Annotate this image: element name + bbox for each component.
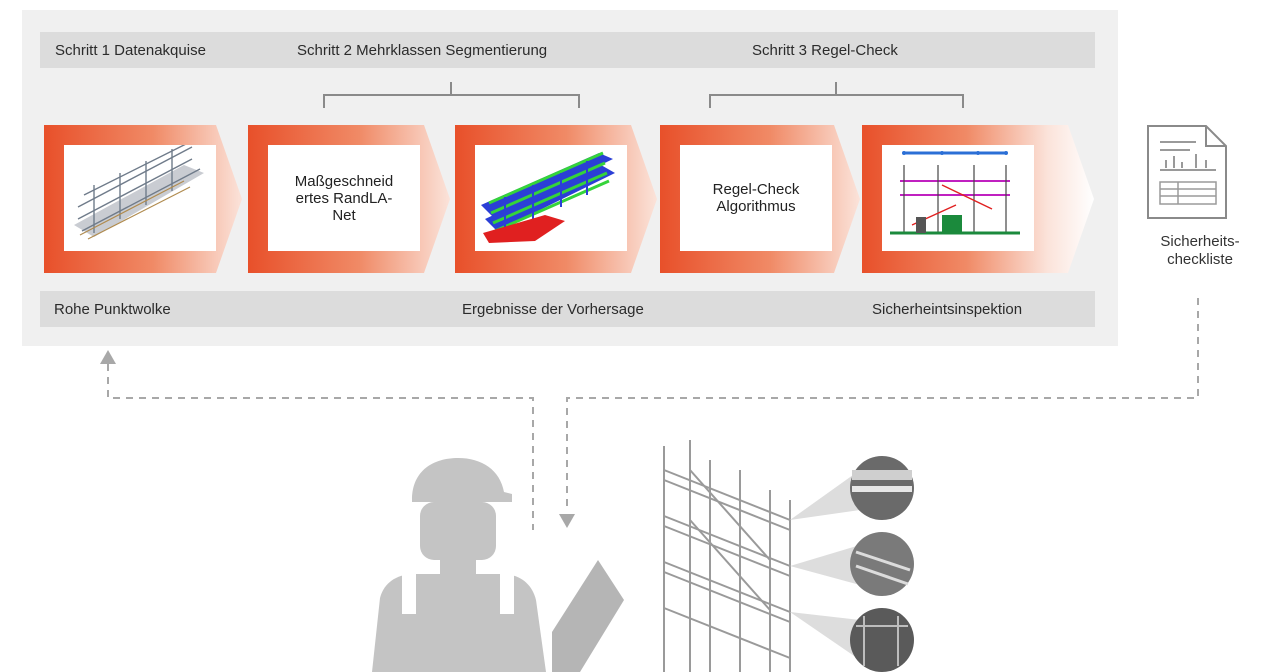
point-cloud-image [74,145,204,240]
step1-label: Schritt 1 Datenakquise [55,42,206,59]
rule-check-text: Regel-Check Algorithmus [705,181,808,215]
inspection-image [890,151,1020,235]
safety-inspection-label: Sicherheintsinspektion [872,301,1023,318]
detail-circle-3 [850,608,914,672]
raw-point-cloud-label: Rohe Punktwolke [54,301,171,318]
step2-label: Schritt 2 Mehrklassen Segmentierung [297,42,548,59]
stage-rule-check: Regel-Check Algorithmus [660,125,860,273]
detail-circle-2 [850,532,914,596]
tablet-icon [552,560,624,672]
head-icon [420,502,496,560]
stage-safety-inspection [862,125,1094,273]
inspection-card [882,145,1034,251]
point-cloud-card [64,145,216,251]
step2-bracket [323,82,580,108]
stage-segmentation-result [455,125,657,273]
down-arrow-icon [559,514,575,528]
segmentation-card [475,145,627,251]
step3-label: Schritt 3 Regel-Check [752,42,898,59]
prediction-results-label: Ergebnisse der Vorhersage [462,301,644,318]
step3-bracket [709,82,964,108]
rule-check-card: Regel-Check Algorithmus [680,145,832,251]
stage-raw-point-cloud [44,125,242,273]
randla-line-1: Maßgeschneid [294,172,394,190]
segmentation-image [481,151,615,243]
detail-circle-1 [850,456,914,520]
randla-net-card: Maßgeschneid ertes RandLA- Net [268,145,420,251]
randla-line-2: ertes RandLA- [295,189,393,207]
randla-line-3: Net [332,206,356,224]
helmet-icon [412,458,512,502]
safety-checklist-caption: Sicherheits- checkliste [1148,233,1252,269]
caption-line-2: checkliste [1167,251,1233,268]
step-header-band [40,32,1095,68]
return-dashed-line [107,364,534,530]
up-arrow-icon [100,350,116,364]
rule-check-line-2: Algorithmus [716,198,796,215]
randla-net-text: Maßgeschneid ertes RandLA- Net [287,173,401,224]
caption-line-1: Sicherheits- [1160,233,1240,250]
stage-randla-net: Maßgeschneid ertes RandLA- Net [248,125,450,273]
rule-check-line-1: Regel-Check [712,181,800,198]
output-band [40,291,1095,327]
